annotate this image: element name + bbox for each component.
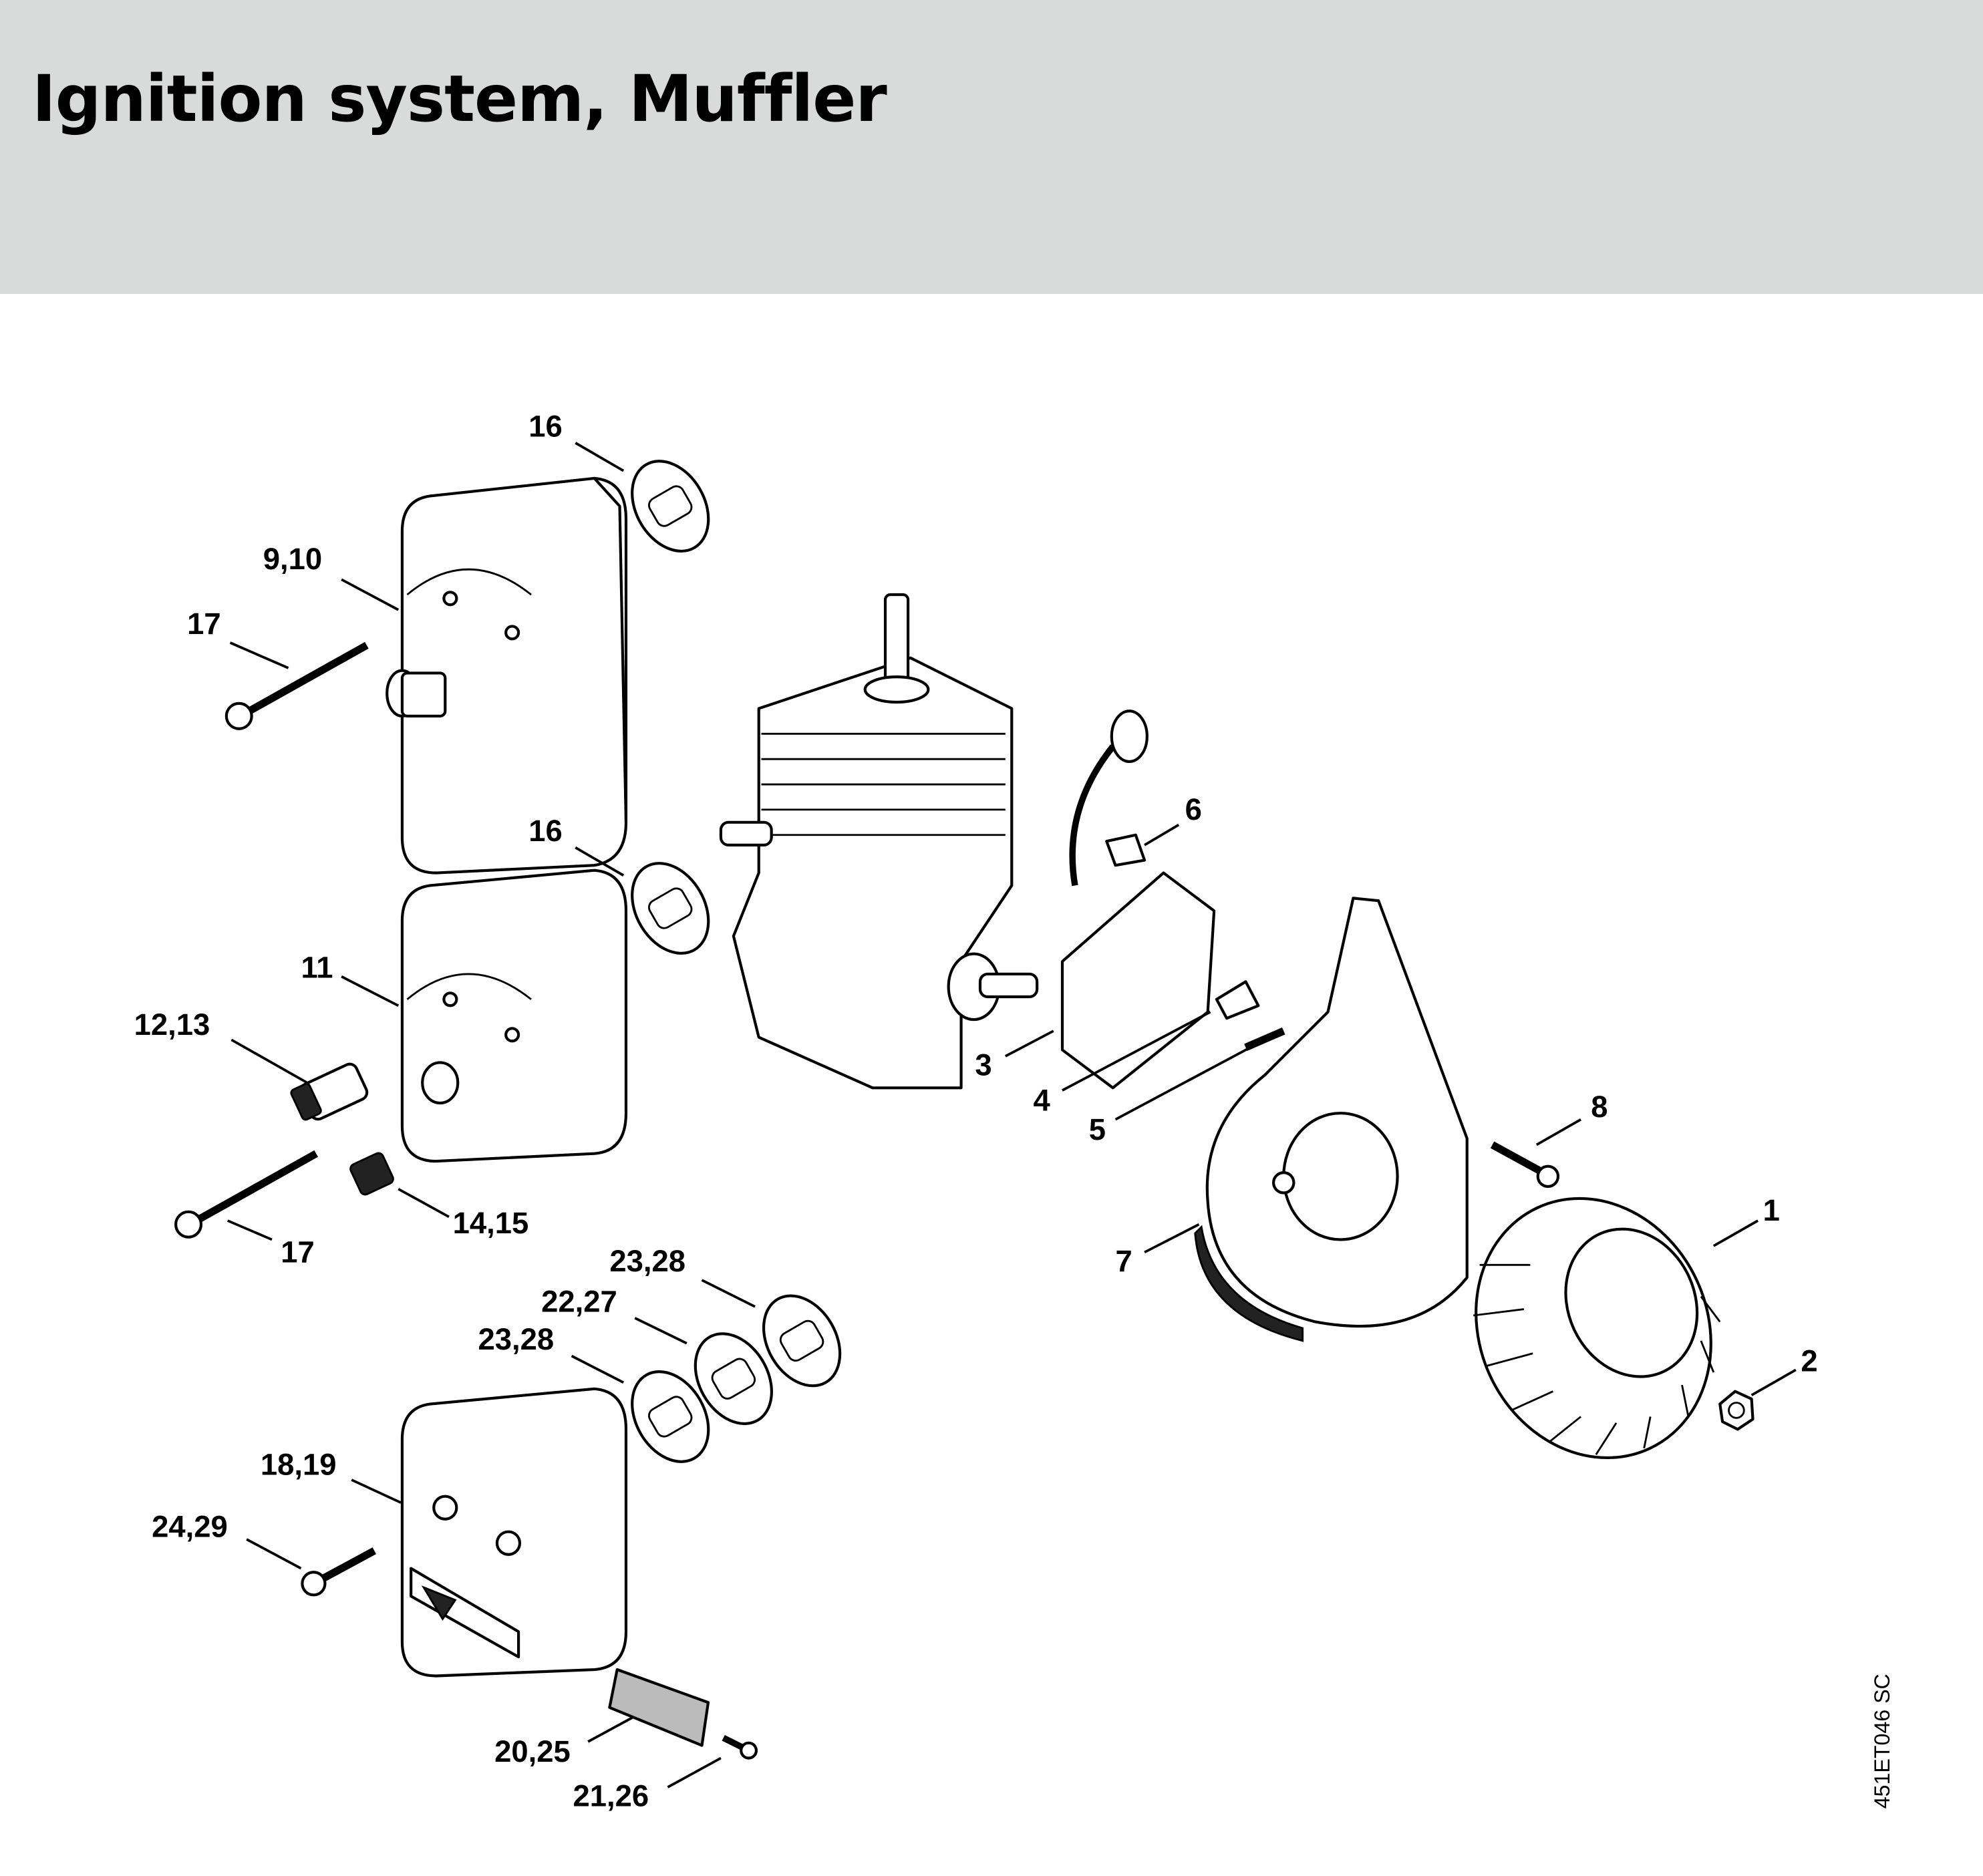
- flywheel-1[interactable]: [1434, 1160, 1753, 1497]
- screw-21-26[interactable]: [722, 1734, 758, 1760]
- clip-6[interactable]: [1105, 833, 1147, 867]
- drawing-code: 451ET046 SC: [1870, 1674, 1894, 1809]
- gasket-22-27[interactable]: [680, 1320, 787, 1438]
- callout-20-25[interactable]: 20,25: [494, 1734, 571, 1768]
- fan-housing-7[interactable]: [1194, 897, 1469, 1342]
- muffler-9-10[interactable]: [386, 476, 628, 875]
- screw-17-bottom[interactable]: [174, 1150, 318, 1239]
- washer-4[interactable]: [1215, 980, 1260, 1020]
- callout-24-29[interactable]: 24,29: [152, 1509, 228, 1543]
- callout-16-middle[interactable]: 16: [528, 814, 563, 848]
- screw-24-29[interactable]: [301, 1547, 376, 1597]
- gasket-23-28-lower[interactable]: [617, 1358, 724, 1476]
- callout-17-top[interactable]: 17: [187, 607, 221, 641]
- callout-2[interactable]: 2: [1801, 1344, 1817, 1378]
- leader-lines: [226, 442, 1797, 1788]
- callout-7[interactable]: 7: [1116, 1244, 1132, 1278]
- gasket-16-top[interactable]: [617, 448, 724, 565]
- spark-arrestor-12-13[interactable]: [290, 1062, 369, 1122]
- callout-12-13[interactable]: 12,13: [134, 1007, 210, 1042]
- gasket-23-28-upper[interactable]: [748, 1282, 855, 1400]
- fitting-14-15[interactable]: [349, 1152, 395, 1197]
- nut-2[interactable]: [1718, 1390, 1755, 1431]
- page-title: Ignition system, Muffler: [32, 61, 887, 136]
- muffler-18-19[interactable]: [400, 1387, 628, 1678]
- callout-4[interactable]: 4: [1033, 1083, 1050, 1117]
- callout-8[interactable]: 8: [1591, 1090, 1608, 1124]
- callout-1[interactable]: 1: [1763, 1193, 1780, 1227]
- screen-20-25[interactable]: [608, 1668, 710, 1747]
- callout-23-28-upper[interactable]: 23,28: [609, 1244, 685, 1278]
- screw-5[interactable]: [1244, 1027, 1285, 1051]
- callout-14-15[interactable]: 14,15: [453, 1206, 529, 1240]
- screw-8[interactable]: [1490, 1141, 1560, 1189]
- callout-22-27[interactable]: 22,27: [541, 1284, 617, 1318]
- callout-17-bottom[interactable]: 17: [281, 1235, 315, 1269]
- callout-6[interactable]: 6: [1185, 792, 1202, 826]
- gasket-16-middle[interactable]: [617, 850, 724, 967]
- screw-17-top[interactable]: [224, 641, 369, 730]
- muffler-11[interactable]: [400, 869, 628, 1163]
- callout-16-top[interactable]: 16: [528, 409, 563, 443]
- callout-23-28-lower[interactable]: 23,28: [478, 1322, 555, 1356]
- callout-18-19[interactable]: 18,19: [261, 1448, 337, 1482]
- callout-5[interactable]: 5: [1089, 1112, 1106, 1146]
- callout-21-26[interactable]: 21,26: [573, 1778, 649, 1813]
- callout-9-10[interactable]: 9,10: [263, 542, 322, 576]
- ignition-module-3[interactable]: [1060, 710, 1216, 1090]
- header-banner: Ignition system, Muffler: [0, 0, 1983, 294]
- engine-cylinder: [719, 593, 1039, 1090]
- callout-3[interactable]: 3: [975, 1048, 992, 1082]
- callout-11[interactable]: 11: [301, 951, 333, 985]
